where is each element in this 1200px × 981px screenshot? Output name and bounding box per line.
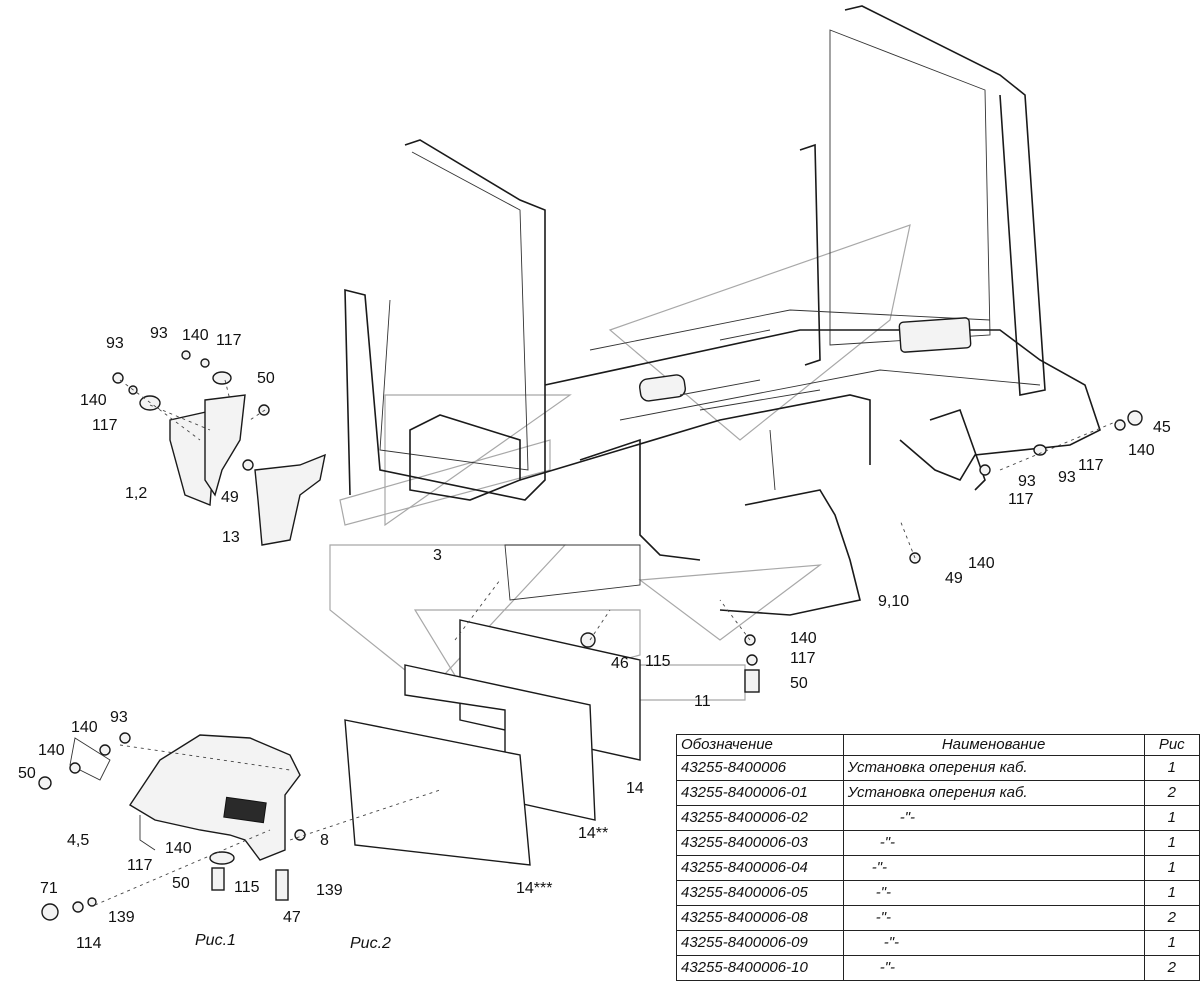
callout: 4,5	[67, 832, 89, 849]
cell-name: Установка оперения каб.	[842, 755, 1145, 781]
mudguard-fig1	[38, 732, 306, 921]
cell-name: -"-	[842, 880, 1145, 906]
callout: 50	[172, 875, 190, 892]
table-row: 43255-8400006 Установка оперения каб. 1	[676, 755, 1200, 781]
callout: 47	[283, 909, 301, 926]
cell-code: 43255-8400006-10	[676, 955, 844, 981]
callout: 13	[222, 529, 240, 546]
callout: 50	[790, 675, 808, 692]
callout: 117	[790, 650, 816, 667]
callout: 139	[316, 882, 343, 899]
callout: 117	[216, 332, 242, 349]
callout: 139	[108, 909, 135, 926]
callout: 3	[433, 547, 442, 564]
watermark-logo	[329, 224, 911, 701]
figure-label-2: Рис.2	[350, 935, 391, 952]
callout: 46	[611, 655, 629, 672]
table-row: 43255-8400006-09 -"- 1	[676, 930, 1200, 956]
callout: 140	[1128, 442, 1155, 459]
cell-fig: 1	[1143, 755, 1200, 781]
callout: 14	[626, 780, 644, 797]
callout: 93	[150, 325, 168, 342]
table-row: 43255-8400006-05 -"- 1	[676, 880, 1200, 906]
callout: 50	[257, 370, 275, 387]
cell-code: 43255-8400006-09	[676, 930, 844, 956]
cell-fig: 1	[1143, 930, 1200, 956]
cell-code: 43255-8400006-03	[676, 830, 844, 856]
callout: 93	[110, 709, 128, 726]
cell-name: -"-	[842, 905, 1145, 931]
callout: 140	[182, 327, 209, 344]
cell-code: 43255-8400006-05	[676, 880, 844, 906]
callout: 9,10	[878, 593, 909, 610]
header-name: Наименование	[842, 734, 1145, 756]
specification-table: Обозначение Наименование Рис 43255-84000…	[676, 734, 1200, 981]
callout: 140	[165, 840, 192, 857]
header-code: Обозначение	[676, 734, 844, 756]
cell-name: -"-	[842, 805, 1145, 831]
cell-name: -"-	[842, 930, 1145, 956]
callout: 117	[1078, 457, 1104, 474]
callout: 49	[945, 570, 963, 587]
table-row: 43255-8400006-02 -"- 1	[676, 805, 1200, 831]
cell-fig: 1	[1143, 830, 1200, 856]
callout: 140	[790, 630, 817, 647]
callout: 115	[645, 653, 671, 670]
callout: 140	[71, 719, 98, 736]
callout: 1,2	[125, 485, 147, 502]
cab-frame	[344, 5, 1101, 616]
bracket-parts-topleft	[112, 350, 326, 546]
callout: 14***	[516, 880, 552, 897]
callout: 93	[106, 335, 124, 352]
table-row: 43255-8400006-03 -"- 1	[676, 830, 1200, 856]
cell-fig: 2	[1143, 780, 1200, 806]
cell-fig: 1	[1143, 805, 1200, 831]
cell-name: -"-	[842, 855, 1145, 881]
cell-code: 43255-8400006-04	[676, 855, 844, 881]
cell-code: 43255-8400006-01	[676, 780, 844, 806]
callout: 140	[38, 742, 65, 759]
cell-fig: 2	[1143, 905, 1200, 931]
callout: 11	[694, 693, 711, 710]
cell-name: Установка оперения каб.	[842, 780, 1145, 806]
callout: 115	[234, 879, 260, 896]
side-panels	[344, 619, 641, 866]
callout: 14**	[578, 825, 608, 842]
callout: 114	[76, 935, 102, 952]
cell-name: -"-	[842, 830, 1145, 856]
figure-label-1: Рис.1	[195, 932, 236, 949]
table-row: 43255-8400006-01 Установка оперения каб.…	[676, 780, 1200, 806]
callout: 140	[80, 392, 107, 409]
cell-fig: 1	[1143, 880, 1200, 906]
fasteners-right	[580, 410, 1143, 693]
cell-code: 43255-8400006-08	[676, 905, 844, 931]
cell-fig: 1	[1143, 855, 1200, 881]
table-header-row: Обозначение Наименование Рис	[676, 734, 1200, 756]
callout: 93	[1018, 473, 1036, 490]
cell-code: 43255-8400006	[676, 755, 844, 781]
callout: 50	[18, 765, 36, 782]
callout: 45	[1153, 419, 1171, 436]
cell-fig: 2	[1143, 955, 1200, 981]
header-fig: Рис	[1143, 734, 1200, 756]
table-row: 43255-8400006-10 -"- 2	[676, 955, 1200, 981]
callout: 117	[127, 857, 153, 874]
callout: 93	[1058, 469, 1076, 486]
table-row: 43255-8400006-08 -"- 2	[676, 905, 1200, 931]
assembly-lines	[94, 379, 1121, 906]
callout: 140	[968, 555, 995, 572]
callout: 49	[221, 489, 239, 506]
callout: 8	[320, 832, 329, 849]
cell-name: -"-	[842, 955, 1145, 981]
callout: 117	[92, 417, 118, 434]
callout: 117	[1008, 491, 1034, 508]
callout: 71	[40, 880, 58, 897]
callout-labels: 93 93 140 117 140 117 50 1,2 49 13 3 45 …	[18, 325, 1171, 952]
table-row: 43255-8400006-04 -"- 1	[676, 855, 1200, 881]
cell-code: 43255-8400006-02	[676, 805, 844, 831]
